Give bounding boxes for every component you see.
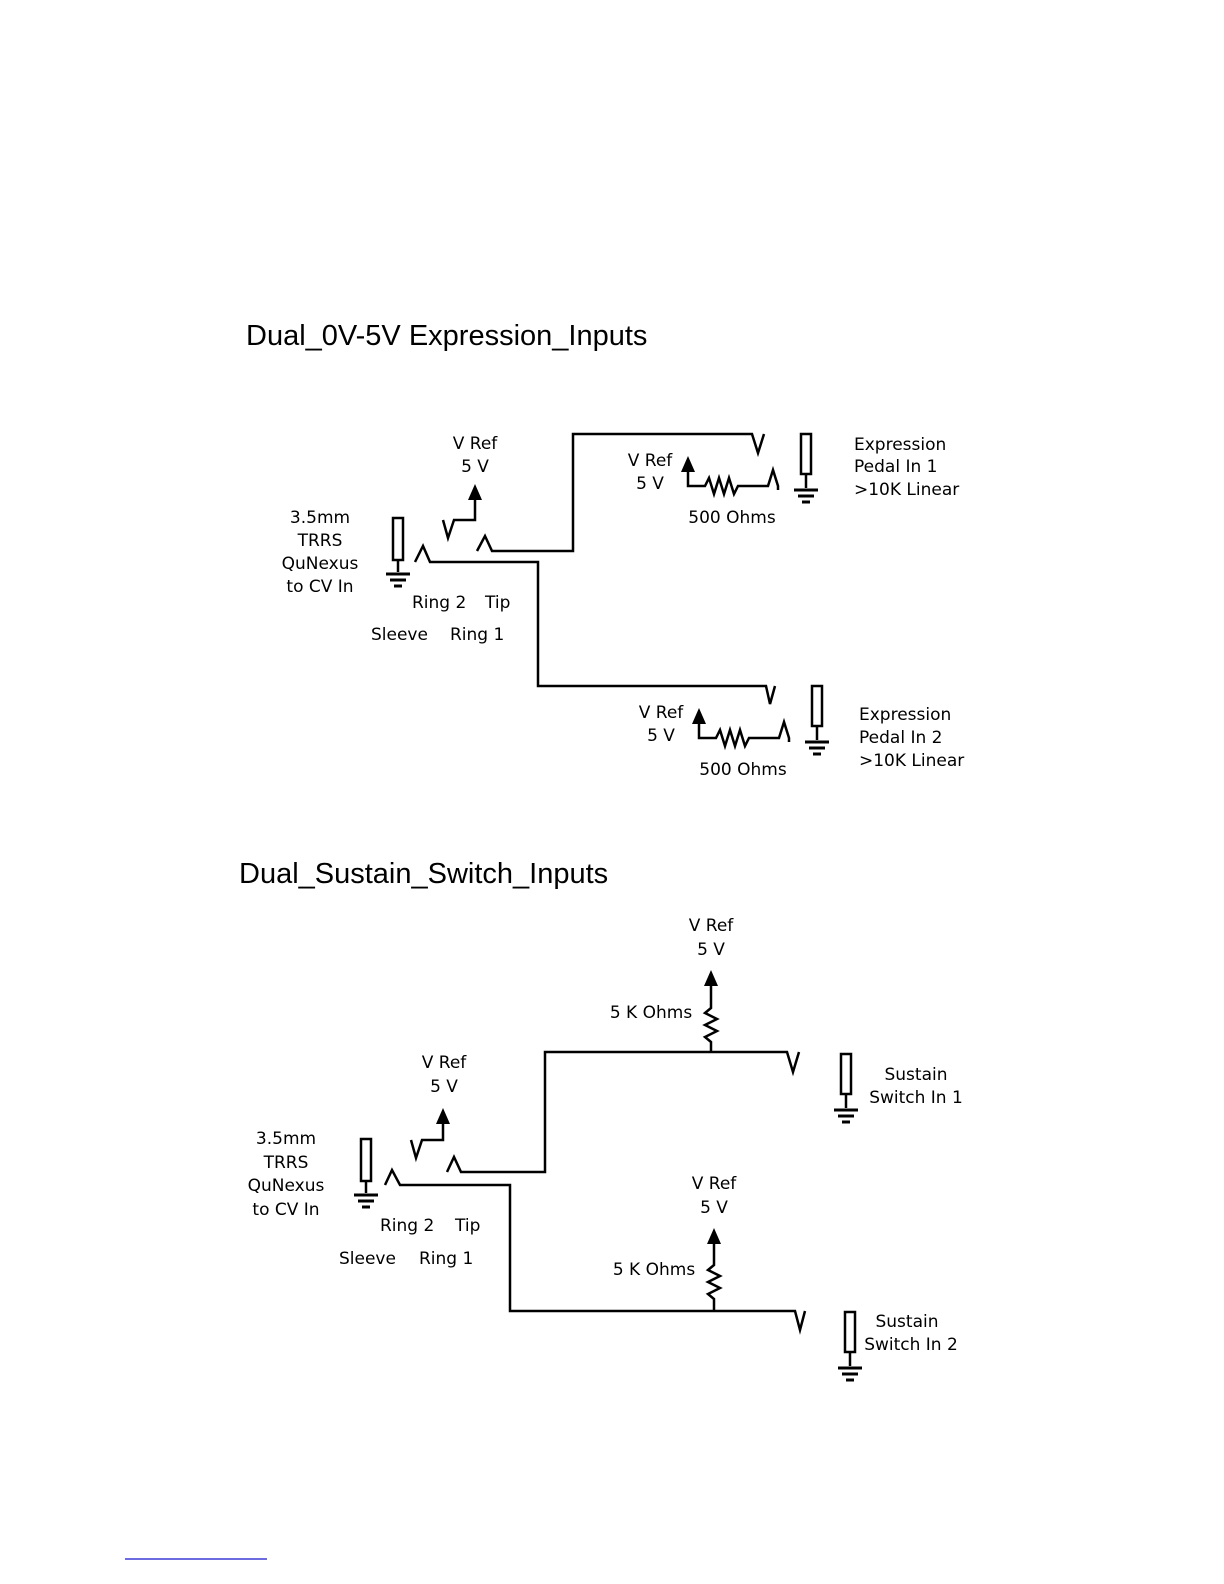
vref-source1-line2: 5 V — [461, 457, 489, 477]
pedal1-resistor-label: 500 Ohms — [688, 508, 776, 528]
jack2-plug-icon — [352, 1137, 380, 1209]
switch1-vref-line2: 5 V — [697, 940, 725, 960]
pedal1-vref-arrow-icon — [681, 456, 695, 472]
pedal1-name-line1: Expression — [854, 435, 946, 455]
jack2-tip-label: Tip — [454, 1216, 480, 1236]
vref-source2-line1: V Ref — [422, 1053, 468, 1073]
pedal2-vref-line1: V Ref — [639, 703, 685, 723]
jack1-label-line3: QuNexus — [282, 554, 359, 574]
switch2-name-line2: Switch In 2 — [864, 1335, 958, 1355]
switch2-vref-line1: V Ref — [692, 1174, 738, 1194]
section1-title: Dual_0V-5V Expression_Inputs — [246, 320, 647, 352]
switch2-vref-arrow-icon — [707, 1228, 721, 1244]
jack2-labels: 3.5mm TRRS QuNexus to CV In — [248, 1129, 325, 1220]
switch2-vref-line2: 5 V — [700, 1198, 728, 1218]
jack2-ring2-label: Ring 2 — [380, 1216, 434, 1236]
jack1-ring2-label: Ring 2 — [412, 593, 466, 613]
jack2-sleeve-label: Sleeve — [339, 1249, 396, 1269]
pedal2-name-line2: Pedal In 2 — [859, 728, 942, 748]
pedal1-vref-line2: 5 V — [636, 474, 664, 494]
pedal1-name-line3: >10K Linear — [854, 480, 959, 500]
switch1-name-line1: Sustain — [884, 1065, 947, 1085]
pedal2-vref-arrow-icon — [692, 708, 706, 724]
jack1-sleeve-label: Sleeve — [371, 625, 428, 645]
section2-title: Dual_Sustain_Switch_Inputs — [239, 858, 608, 890]
jack1-label-line1: 3.5mm — [290, 508, 350, 528]
jack1-plug-icon — [384, 516, 412, 588]
pedal2-vref-line2: 5 V — [647, 726, 675, 746]
vref-arrow-icon-2 — [436, 1108, 450, 1124]
vref-source2-line2: 5 V — [430, 1077, 458, 1097]
pedal1-circuit — [681, 432, 820, 504]
jack2-ring1-contact — [383, 1167, 807, 1335]
jack2-label-line4: to CV In — [252, 1200, 319, 1220]
jack2-label-line3: QuNexus — [248, 1176, 325, 1196]
pedal2-name-line3: >10K Linear — [859, 751, 964, 771]
switch2-circuit — [705, 1228, 864, 1382]
jack1-labels: 3.5mm TRRS QuNexus to CV In — [282, 508, 359, 597]
pedal2-resistor-label: 500 Ohms — [699, 760, 787, 780]
switch1-circuit — [702, 970, 860, 1124]
jack2-ring2-switch — [409, 1112, 445, 1163]
pedal1-name-line2: Pedal In 1 — [854, 457, 937, 477]
jack2-ring1-label: Ring 1 — [419, 1249, 473, 1269]
jack2-tip-contact — [445, 1050, 801, 1174]
jack1-tip-label: Tip — [484, 593, 510, 613]
vref-arrow-icon — [468, 484, 482, 500]
switch1-resistor-label: 5 K Ohms — [610, 1003, 692, 1023]
switch1-vref-arrow-icon — [704, 970, 718, 986]
jack1-ring1-label: Ring 1 — [450, 625, 504, 645]
jack2-label-line2: TRRS — [263, 1153, 309, 1173]
pedal2-circuit — [692, 684, 831, 756]
jack1-label-line4: to CV In — [286, 577, 353, 597]
switch2-name-line1: Sustain — [875, 1312, 938, 1332]
jack2-label-line1: 3.5mm — [256, 1129, 316, 1149]
jack1-label-line2: TRRS — [297, 531, 343, 551]
switch2-resistor-label: 5 K Ohms — [613, 1260, 695, 1280]
switch1-name-line2: Switch In 1 — [869, 1088, 963, 1108]
jack1-tip-contact — [475, 432, 766, 553]
pedal2-name-line1: Expression — [859, 705, 951, 725]
vref-source1-line1: V Ref — [453, 434, 499, 454]
jack1-ring2-switch — [441, 488, 477, 543]
pedal1-vref-line1: V Ref — [628, 451, 674, 471]
jack1-ring1-contact — [413, 543, 777, 705]
switch1-vref-line1: V Ref — [689, 916, 735, 936]
